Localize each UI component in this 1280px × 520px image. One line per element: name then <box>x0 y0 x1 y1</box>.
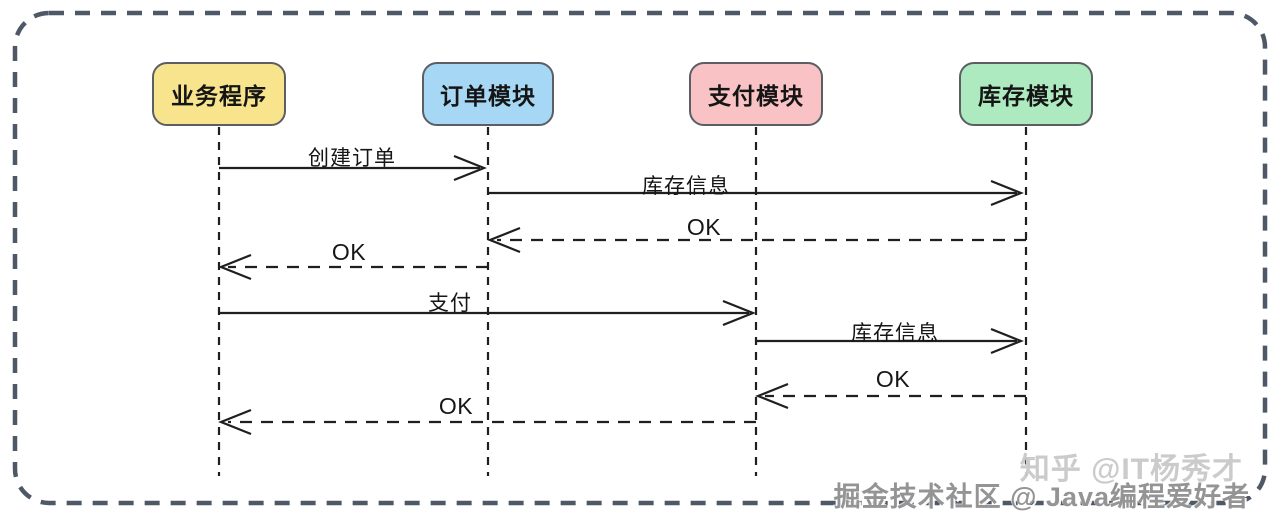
actor-box-inventory-module: 库存模块 <box>959 62 1093 126</box>
watermark-zhihu: 知乎 @IT杨秀才 <box>1019 453 1243 486</box>
actor-box-business-program: 业务程序 <box>152 62 286 126</box>
message-label-pay: 支付 <box>428 292 472 315</box>
message-arrow-inventory-info-1 <box>488 179 1024 207</box>
message-arrow-ok-3 <box>755 382 1026 410</box>
actor-box-order-module: 订单模块 <box>422 62 554 126</box>
actor-label-business-program: 业务程序 <box>171 83 267 109</box>
message-label-ok-1: OK <box>686 214 722 240</box>
message-arrow-ok-1 <box>487 226 1026 254</box>
message-label-create-order: 创建订单 <box>308 147 396 170</box>
message-label-inventory-info-1: 库存信息 <box>642 175 730 198</box>
message-arrow-ok-4 <box>218 408 756 436</box>
actor-box-payment-module: 支付模块 <box>689 62 823 126</box>
actor-label-payment-module: 支付模块 <box>708 83 804 109</box>
message-label-inventory-info-2: 库存信息 <box>851 322 939 345</box>
message-label-ok-2: OK <box>331 239 367 265</box>
actor-label-inventory-module: 库存模块 <box>978 83 1074 109</box>
message-arrow-inventory-info-2 <box>756 327 1024 355</box>
message-label-ok-3: OK <box>875 366 911 392</box>
dashed-frame-border <box>12 10 1268 506</box>
message-arrow-pay <box>219 299 756 327</box>
message-label-ok-4: OK <box>438 393 474 419</box>
message-arrow-create-order <box>219 154 487 182</box>
watermark-juejin: 掘金技术社区 @ Java编程爱好者 <box>833 482 1250 512</box>
actor-label-order-module: 订单模块 <box>440 83 536 109</box>
message-arrow-ok-2 <box>218 253 488 281</box>
